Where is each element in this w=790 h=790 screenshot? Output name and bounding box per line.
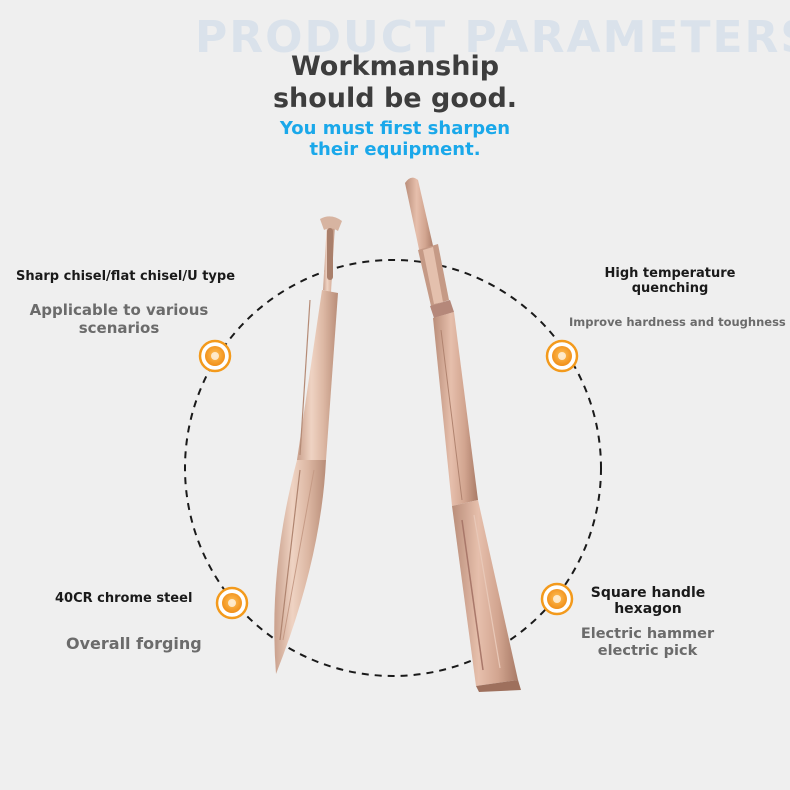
feature-desc-hammer-1: Electric hammer [580,626,715,642]
heading-line-1: Workmanship [290,51,500,82]
pointed-chisel [274,216,342,674]
feature-desc-forging: Overall forging [66,634,202,653]
subheading-line-2: their equipment. [309,139,481,160]
feature-label-tool-types: Sharp chisel/flat chisel/U type [16,269,236,284]
orange-bullet-icon-top-left [198,339,232,373]
dashed-ring [184,259,602,677]
feature-label-handle-2: hexagon [614,601,682,617]
feature-desc-hammer-2: electric pick [597,643,698,659]
watermark-text: PRODUCT PARAMETERS [195,12,790,63]
orange-bullet-icon-bottom-left [215,586,249,620]
feature-label-steel: 40CR chrome steel [55,591,193,606]
feature-label-handle-1: Square handle [590,585,706,601]
feature-desc-scenarios-1: Applicable to various [29,301,209,319]
flat-chisel [405,177,521,692]
orange-bullet-icon-bottom-right [540,582,574,616]
feature-label-quenching-1: High temperature [604,266,736,281]
heading-line-2: should be good. [272,83,518,114]
subheading-line-1: You must first sharpen [279,118,511,139]
feature-desc-hardness: Improve hardness and toughness [569,315,786,329]
feature-label-quenching-2: quenching [631,281,709,296]
orange-bullet-icon-top-right [545,339,579,373]
feature-desc-scenarios-2: scenarios [78,319,160,337]
